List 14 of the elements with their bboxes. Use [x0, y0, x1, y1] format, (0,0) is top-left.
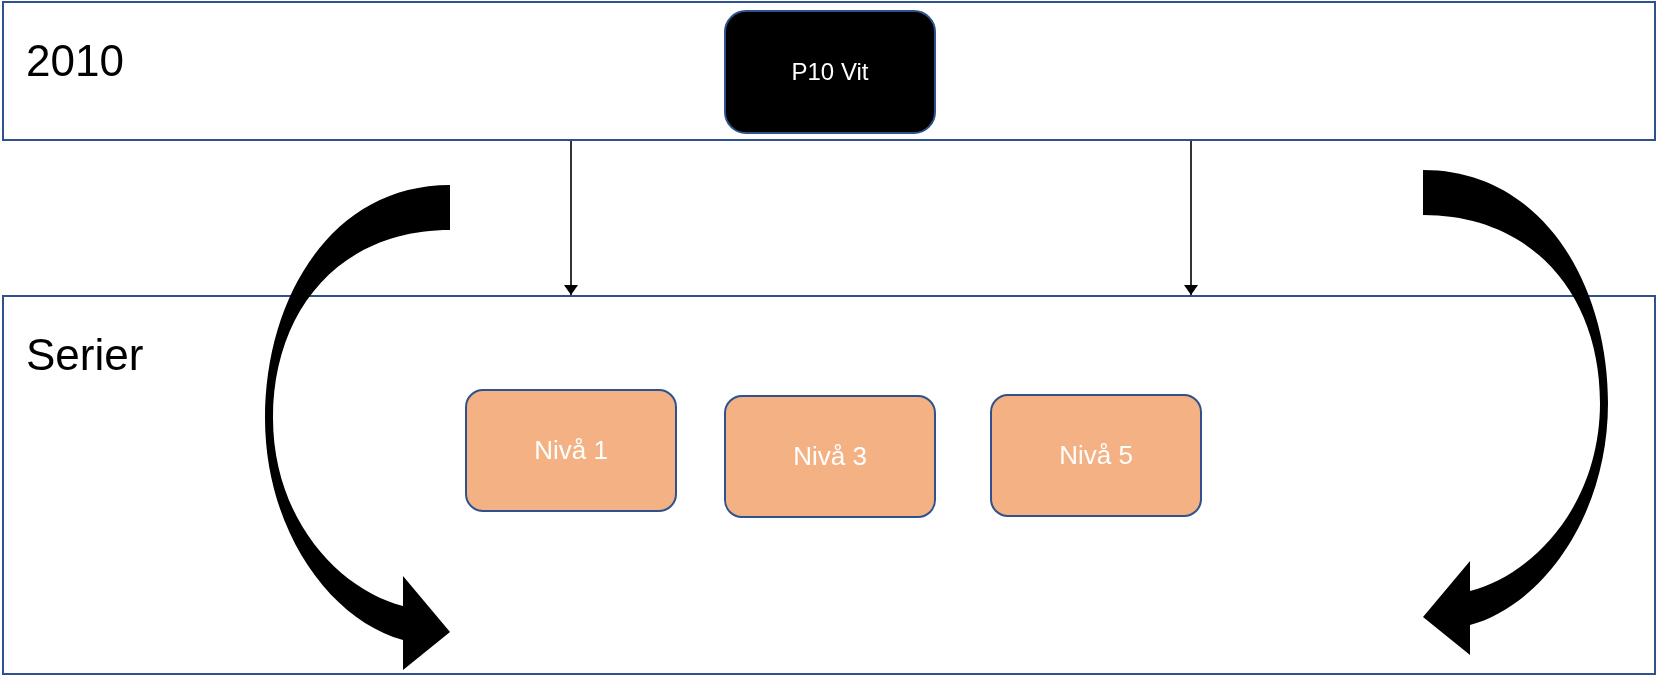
- process-box: [724, 10, 936, 134]
- band-title: Serier: [26, 329, 144, 381]
- band-title: 2010: [26, 35, 124, 87]
- arrow: [564, 140, 578, 296]
- band-panel: [2, 295, 1656, 675]
- arrow: [1184, 140, 1198, 296]
- process-box: [724, 395, 936, 518]
- box-label: P10 Vit: [791, 57, 869, 87]
- band-panel: [2, 1, 1656, 141]
- process-box: [990, 394, 1202, 517]
- box-label: Nivå 5: [1059, 439, 1133, 472]
- box-label: Nivå 1: [534, 434, 608, 467]
- box-label: Nivå 3: [793, 440, 867, 473]
- process-box: [465, 389, 677, 512]
